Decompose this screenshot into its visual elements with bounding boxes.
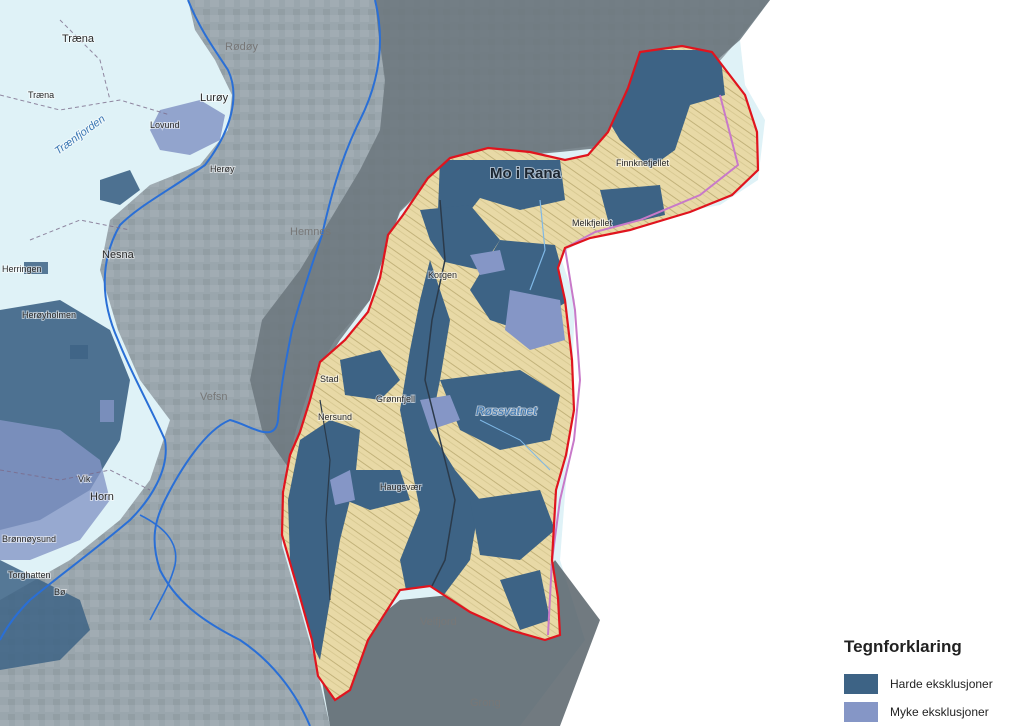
map-label-hemnes: Hemnes	[290, 226, 331, 238]
hard-exclusion-zone	[400, 260, 480, 610]
legend-swatch-soft	[844, 702, 878, 722]
shoal-south	[0, 560, 90, 670]
map-label-heroy: Herøy	[210, 164, 235, 174]
admin-line	[0, 19, 171, 491]
map-label-grong: Grong	[470, 697, 501, 709]
border-line-blue	[139, 514, 177, 621]
unmapped-area	[520, 0, 1015, 726]
map-label-nersund: Nersund	[318, 412, 352, 422]
shoal-lovund	[150, 100, 225, 155]
soft-exclusion-zone	[470, 250, 505, 275]
map-label-vik: Vik	[78, 474, 91, 484]
hard-exclusion-zone	[345, 470, 410, 510]
map-label-heroyholmen: Herøyholmen	[22, 310, 76, 320]
stream	[479, 419, 551, 471]
map-label-stad: Stad	[320, 374, 339, 384]
border-line-blue	[153, 0, 381, 726]
legend-item-hard-exclusions: Harde eksklusjoner	[844, 674, 1015, 694]
map-label-lovund: Lovund	[150, 120, 180, 130]
map-label-trana: Træna	[28, 90, 54, 100]
stream	[529, 199, 546, 291]
legend-label: Myke eksklusjoner	[890, 705, 989, 719]
map-label-mo-i-rana: Mo i Rana	[490, 165, 561, 182]
map-label-horn: Horn	[90, 491, 114, 503]
map-label-haugsvard: Haugsvær	[380, 482, 422, 492]
legend-label: Harde eksklusjoner	[890, 677, 993, 691]
valley-road	[419, 199, 456, 611]
study-boundary	[280, 44, 760, 702]
map-label-rodoy: Rødøy	[225, 41, 259, 53]
hard-exclusion-zone	[470, 490, 555, 560]
map-label-herringen: Herringen	[2, 264, 42, 274]
hard-exclusion-zone	[500, 570, 550, 630]
soft-exclusion-zone	[505, 290, 565, 350]
hard-exclusion-zone	[605, 50, 725, 168]
map-label-finnknefjellet: Finnknefjellet	[616, 158, 670, 168]
map-label-korgen: Korgen	[428, 270, 457, 280]
map-label-trana: Træna	[62, 33, 95, 45]
map-label-torghatten: Torghatten	[8, 570, 51, 580]
shoal-trana	[100, 170, 140, 205]
map-label-resvat: Røssvatnet	[476, 404, 537, 418]
legend-title: Tegnforklaring	[844, 637, 962, 656]
map-label-nesna: Nesna	[102, 249, 135, 261]
map-label-velfjord: Velfjord	[420, 616, 457, 628]
map-label-gronnfjell: Grønnfjell	[376, 394, 415, 404]
soft-exclusion-zone	[330, 470, 355, 505]
map-label-bronnoy: Brønnøysund	[2, 534, 56, 544]
boundary-purple	[547, 94, 740, 636]
hard-exclusion-zone	[438, 160, 565, 230]
map-label-melkfjellet: Melkfjellet	[572, 218, 613, 228]
legend-swatch-hard	[844, 674, 878, 694]
map-legend: Tegnforklaring Harde eksklusjoner Myke e…	[830, 632, 1015, 726]
hard-exclusion-zone	[440, 370, 560, 450]
soft-exclusion-zone	[420, 395, 460, 430]
shoal-west-soft	[0, 420, 110, 560]
border-line-blue	[0, 0, 235, 641]
hard-exclusion-zone	[340, 350, 400, 400]
map-label-bo: Bø	[54, 587, 66, 597]
legend-item-soft-exclusions: Myke eksklusjoner	[844, 702, 1015, 722]
valley-road	[319, 399, 331, 601]
map-label-lurey: Lurøy	[200, 92, 229, 104]
map-label-vefsn: Vefsn	[200, 391, 228, 403]
